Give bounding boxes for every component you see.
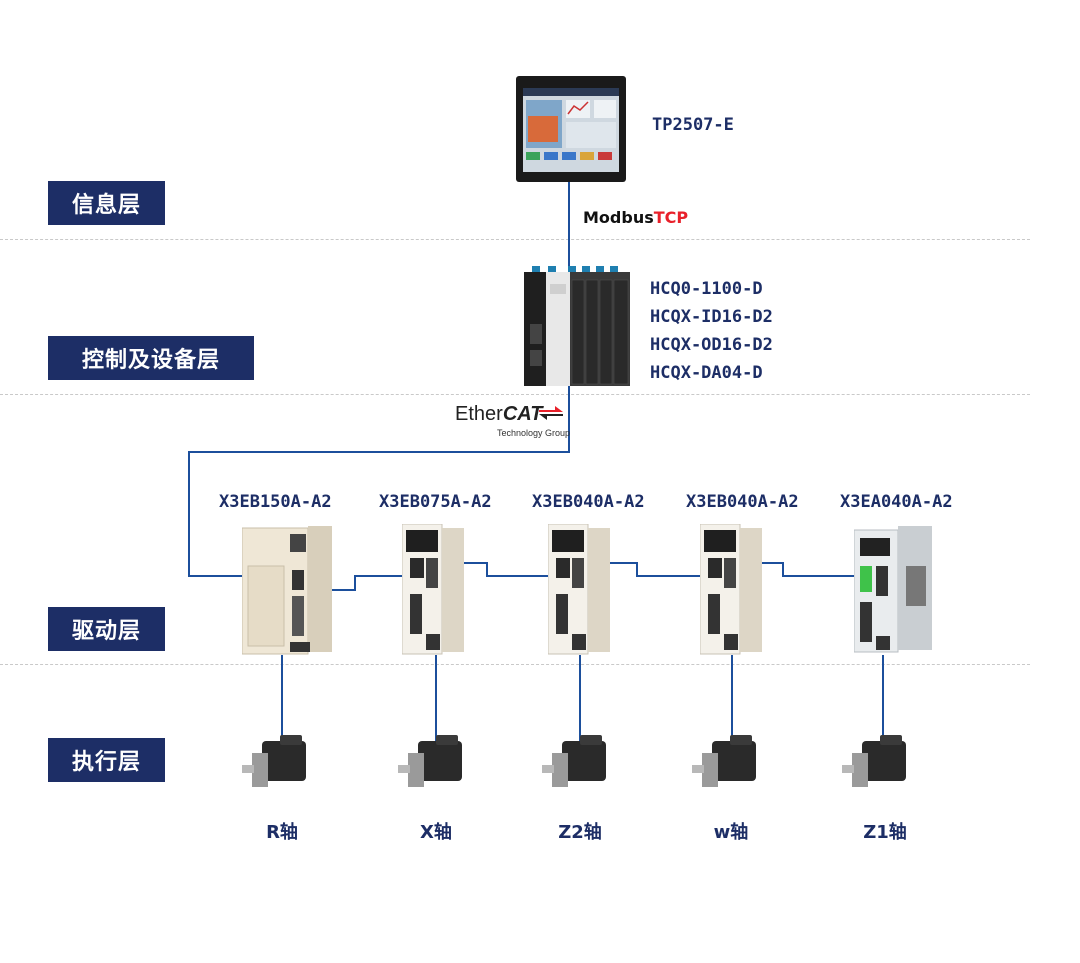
plc-module-1: HCQ0-1100-D: [650, 279, 763, 299]
hmi-model-label: TP2507-E: [652, 115, 734, 135]
modbus-tcp-logo: ModbusTCP: [583, 208, 688, 227]
ethercat-trunk: [188, 385, 570, 577]
drive-model-1: X3EB150A-A2: [219, 492, 332, 512]
divider-control-drive: [0, 394, 1030, 395]
ethercat-logo: EtherCAT Technology Group: [455, 403, 570, 438]
axis-label-r: R轴: [266, 822, 298, 843]
servo-drive-4: [700, 524, 762, 655]
servo-drive-1: [242, 526, 332, 655]
layer-badge-info: 信息层: [48, 181, 165, 225]
modbus-tcp-suffix: TCP: [653, 208, 689, 227]
servo-drive-3: [548, 524, 610, 655]
ethercat-bold: CAT: [502, 403, 543, 425]
plc-controller: [524, 266, 630, 386]
plc-module-2: HCQX-ID16-D2: [650, 307, 773, 327]
servo-drive-5: [854, 526, 932, 653]
modbus-prefix: Modbus: [583, 208, 654, 227]
axis-label-z2: Z2轴: [558, 822, 602, 843]
servo-motor-r: [242, 735, 306, 787]
layer-badge-control: 控制及设备层: [48, 336, 254, 380]
servo-motor-w: [692, 735, 756, 787]
drive-model-3: X3EB040A-A2: [532, 492, 645, 512]
axis-label-z1: Z1轴: [863, 822, 907, 843]
ethercat-sub: Technology Group: [497, 428, 571, 438]
layer-badge-execution: 执行层: [48, 738, 165, 782]
axis-label-w: w轴: [713, 822, 749, 843]
ethercat-prefix: Ether: [455, 403, 503, 425]
servo-motor-z1: [842, 735, 906, 787]
drive-model-4: X3EB040A-A2: [686, 492, 799, 512]
divider-info-control: [0, 239, 1030, 240]
servo-drive-2: [402, 524, 464, 655]
layer-badge-drive: 驱动层: [48, 607, 165, 651]
divider-drive-execution: [0, 664, 1030, 665]
hmi-panel: [516, 76, 626, 182]
drive-model-5: X3EA040A-A2: [840, 492, 953, 512]
servo-motor-x: [398, 735, 462, 787]
drive-model-2: X3EB075A-A2: [379, 492, 492, 512]
axis-label-x: X轴: [420, 822, 452, 843]
plc-module-4: HCQX-DA04-D: [650, 363, 763, 383]
servo-motor-z2: [542, 735, 606, 787]
plc-module-3: HCQX-OD16-D2: [650, 335, 773, 355]
ethercat-arrow-icon: [539, 406, 563, 420]
